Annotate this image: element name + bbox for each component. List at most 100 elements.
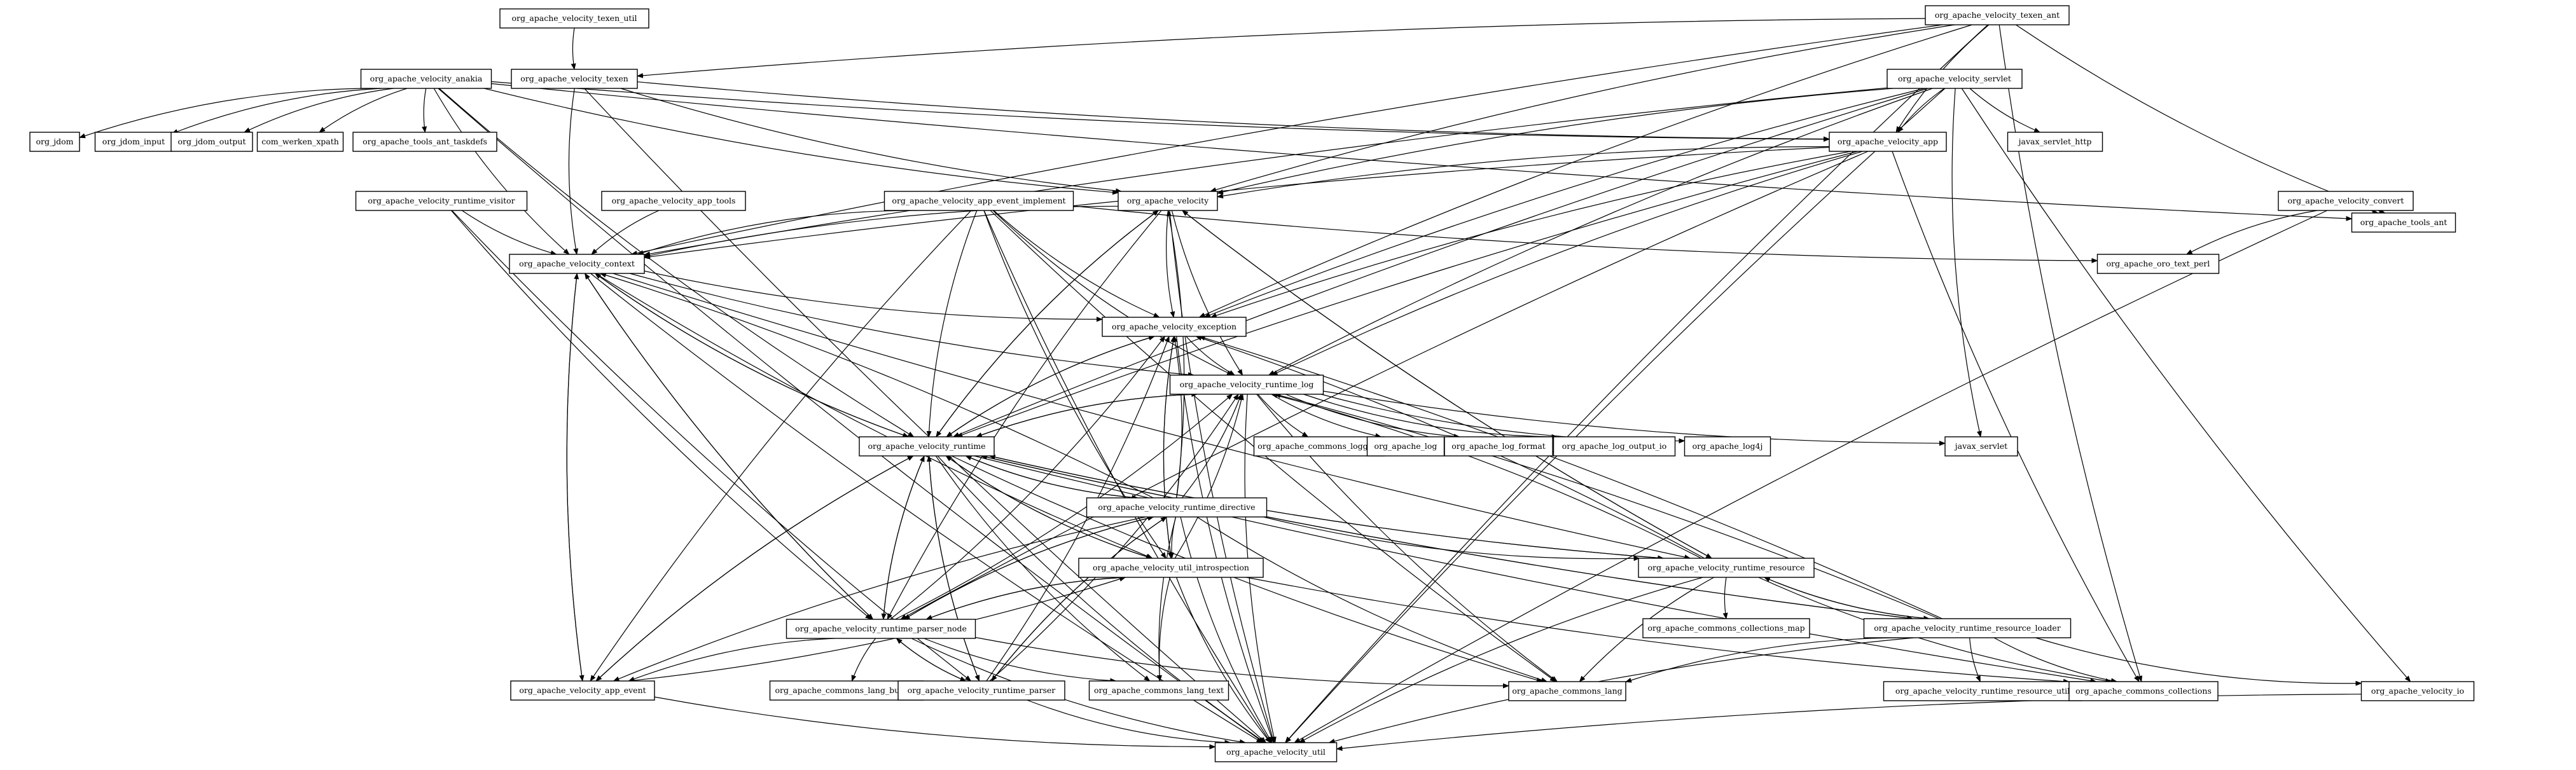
package-box — [897, 680, 1065, 701]
dependency-edge — [483, 88, 1119, 195]
dependency-edge — [450, 210, 872, 620]
dependency-edge — [1166, 210, 1175, 318]
dependency-edge — [851, 638, 876, 682]
package-node-jdom-input[interactable]: org_jdom_input — [94, 132, 173, 152]
dependency-edge — [1969, 88, 2041, 133]
package-node-texen-util[interactable]: org_apache_velocity_texen_util — [499, 8, 649, 29]
package-node-app-event-impl[interactable]: org_apache_velocity_app_event_implement — [883, 191, 1074, 211]
package-box — [1118, 191, 1218, 211]
package-node-resource-loader[interactable]: org_apache_velocity_runtime_resource_loa… — [1863, 618, 2072, 638]
package-node-commons-lang[interactable]: org_apache_commons_lang — [1508, 681, 1626, 701]
package-box — [1887, 69, 2023, 89]
package-node-context[interactable]: org_apache_velocity_context — [509, 254, 645, 274]
package-label: org_apache_tools_ant_taskdefs — [363, 137, 487, 146]
package-node-anakia[interactable]: org_apache_velocity_anakia — [360, 69, 492, 89]
package-node-texen-ant[interactable]: org_apache_velocity_texen_ant — [1925, 5, 2070, 25]
package-box — [1553, 436, 1676, 457]
package-node-velocity[interactable]: org_apache_velocity — [1118, 191, 1218, 211]
package-node-convert[interactable]: org_apache_velocity_convert — [2278, 191, 2414, 211]
package-label: org_apache_velocity_runtime_resource — [1647, 563, 1804, 572]
package-box — [355, 191, 528, 211]
package-label: org_apache_velocity_texen — [520, 74, 628, 83]
package-node-app-tools[interactable]: org_apache_velocity_app_tools — [601, 191, 746, 211]
dependency-edge — [928, 455, 980, 682]
package-node-log4j[interactable]: org_apache_log4j — [1684, 436, 1771, 457]
dependency-edge — [936, 210, 1160, 437]
dependency-edge — [422, 88, 427, 133]
package-node-runtime-visitor[interactable]: org_apache_velocity_runtime_visitor — [355, 191, 528, 211]
package-node-jdom-output[interactable]: org_jdom_output — [170, 132, 253, 152]
dependency-edge — [1961, 88, 2411, 682]
package-box — [1684, 436, 1771, 457]
package-node-commons-logging[interactable]: org_apache_commons_logging — [1253, 436, 1385, 457]
package-node-werken-xpath[interactable]: com_werken_xpath — [256, 132, 344, 152]
dependency-edge — [1246, 577, 2070, 684]
dependency-edge — [1271, 394, 1382, 439]
dependency-edge — [974, 455, 2097, 684]
package-node-app-event[interactable]: org_apache_velocity_app_event — [510, 680, 655, 701]
package-label: org_jdom_input — [102, 137, 165, 146]
dependency-edge — [1303, 394, 1558, 439]
dependency-edge — [1198, 24, 1972, 318]
package-node-runtime-log[interactable]: org_apache_velocity_runtime_log — [1169, 375, 1324, 395]
package-node-oro[interactable]: org_apache_oro_text_perl — [2096, 254, 2220, 274]
package-node-exception[interactable]: org_apache_velocity_exception — [1102, 317, 1247, 337]
dependency-edge — [628, 638, 835, 682]
package-box — [1829, 132, 1947, 152]
package-node-util[interactable]: org_apache_velocity_util — [1214, 742, 1338, 762]
package-node-resource[interactable]: org_apache_velocity_runtime_resource — [1638, 558, 1815, 578]
package-label: javax_servlet — [1954, 441, 2007, 451]
dependency-edge — [566, 273, 583, 682]
package-node-texen[interactable]: org_apache_velocity_texen — [511, 69, 638, 89]
package-node-apache-log[interactable]: org_apache_log — [1366, 436, 1445, 457]
package-node-jdom[interactable]: org_jdom — [29, 132, 80, 152]
package-node-parser-node[interactable]: org_apache_velocity_runtime_parser_node — [786, 619, 976, 639]
dependency-edge — [584, 273, 873, 620]
package-box — [1102, 317, 1247, 337]
package-box — [1169, 375, 1324, 395]
package-node-servlet[interactable]: org_apache_velocity_servlet — [1887, 69, 2023, 89]
package-label: com_werken_xpath — [261, 137, 339, 146]
package-node-commons-collections[interactable]: org_apache_commons_collections — [2068, 681, 2219, 701]
package-box — [352, 132, 497, 152]
package-box — [786, 619, 976, 639]
dependency-edge — [1328, 637, 1915, 744]
package-node-log-format[interactable]: org_apache_log_format — [1444, 436, 1553, 457]
package-node-introspection[interactable]: org_apache_velocity_util_introspection — [1078, 558, 1264, 578]
package-node-ant-taskdefs[interactable]: org_apache_tools_ant_taskdefs — [352, 132, 497, 152]
package-box — [1944, 436, 2018, 457]
package-node-runtime[interactable]: org_apache_velocity_runtime — [859, 436, 995, 457]
dependency-edge — [900, 151, 1869, 620]
package-node-resource-util[interactable]: org_apache_velocity_runtime_resource_uti… — [1883, 681, 2082, 701]
dependency-edge — [983, 210, 1271, 743]
dependency-edge — [595, 455, 914, 682]
dependency-edge — [924, 638, 1117, 684]
package-node-velocity-io[interactable]: org_apache_velocity_io — [2360, 681, 2475, 701]
package-node-javax-servlet[interactable]: javax_servlet — [1944, 436, 2018, 457]
dependency-edge — [1182, 394, 1242, 498]
package-label: org_apache_velocity_runtime_parser_node — [795, 624, 967, 633]
package-label: org_apache_commons_lang_builder — [775, 685, 918, 695]
dependency-edge — [988, 455, 1664, 559]
package-label: org_apache_velocity_app_tools — [612, 196, 736, 205]
package-node-lang-text[interactable]: org_apache_commons_lang_text — [1088, 680, 1229, 701]
package-node-javax-servlet-http[interactable]: javax_servlet_http — [2007, 132, 2103, 152]
package-label: org_apache_velocity_runtime_resource_uti… — [1895, 686, 2070, 696]
package-label: org_apache_log4j — [1693, 441, 1763, 451]
dependency-edge — [637, 81, 1830, 142]
package-node-tools-ant[interactable]: org_apache_tools_ant — [2351, 212, 2456, 233]
package-node-parser[interactable]: org_apache_velocity_runtime_parser — [897, 680, 1065, 701]
package-box — [2068, 681, 2219, 701]
package-box — [2351, 212, 2456, 233]
package-label: org_apache_velocity_runtime_resource_loa… — [1874, 623, 2061, 633]
package-box — [509, 254, 645, 274]
package-box — [29, 132, 80, 152]
dependency-edge — [991, 516, 1167, 682]
dependency-edge — [1951, 88, 1982, 437]
package-box — [1078, 558, 1264, 578]
package-node-app[interactable]: org_apache_velocity_app — [1829, 132, 1947, 152]
package-label: org_apache_velocity_runtime — [868, 441, 985, 451]
package-node-log-output-io[interactable]: org_apache_log_output_io — [1553, 436, 1676, 457]
package-node-directive[interactable]: org_apache_velocity_runtime_directive — [1086, 497, 1268, 518]
package-node-collections-map[interactable]: org_apache_commons_collections_map — [1642, 618, 1810, 638]
